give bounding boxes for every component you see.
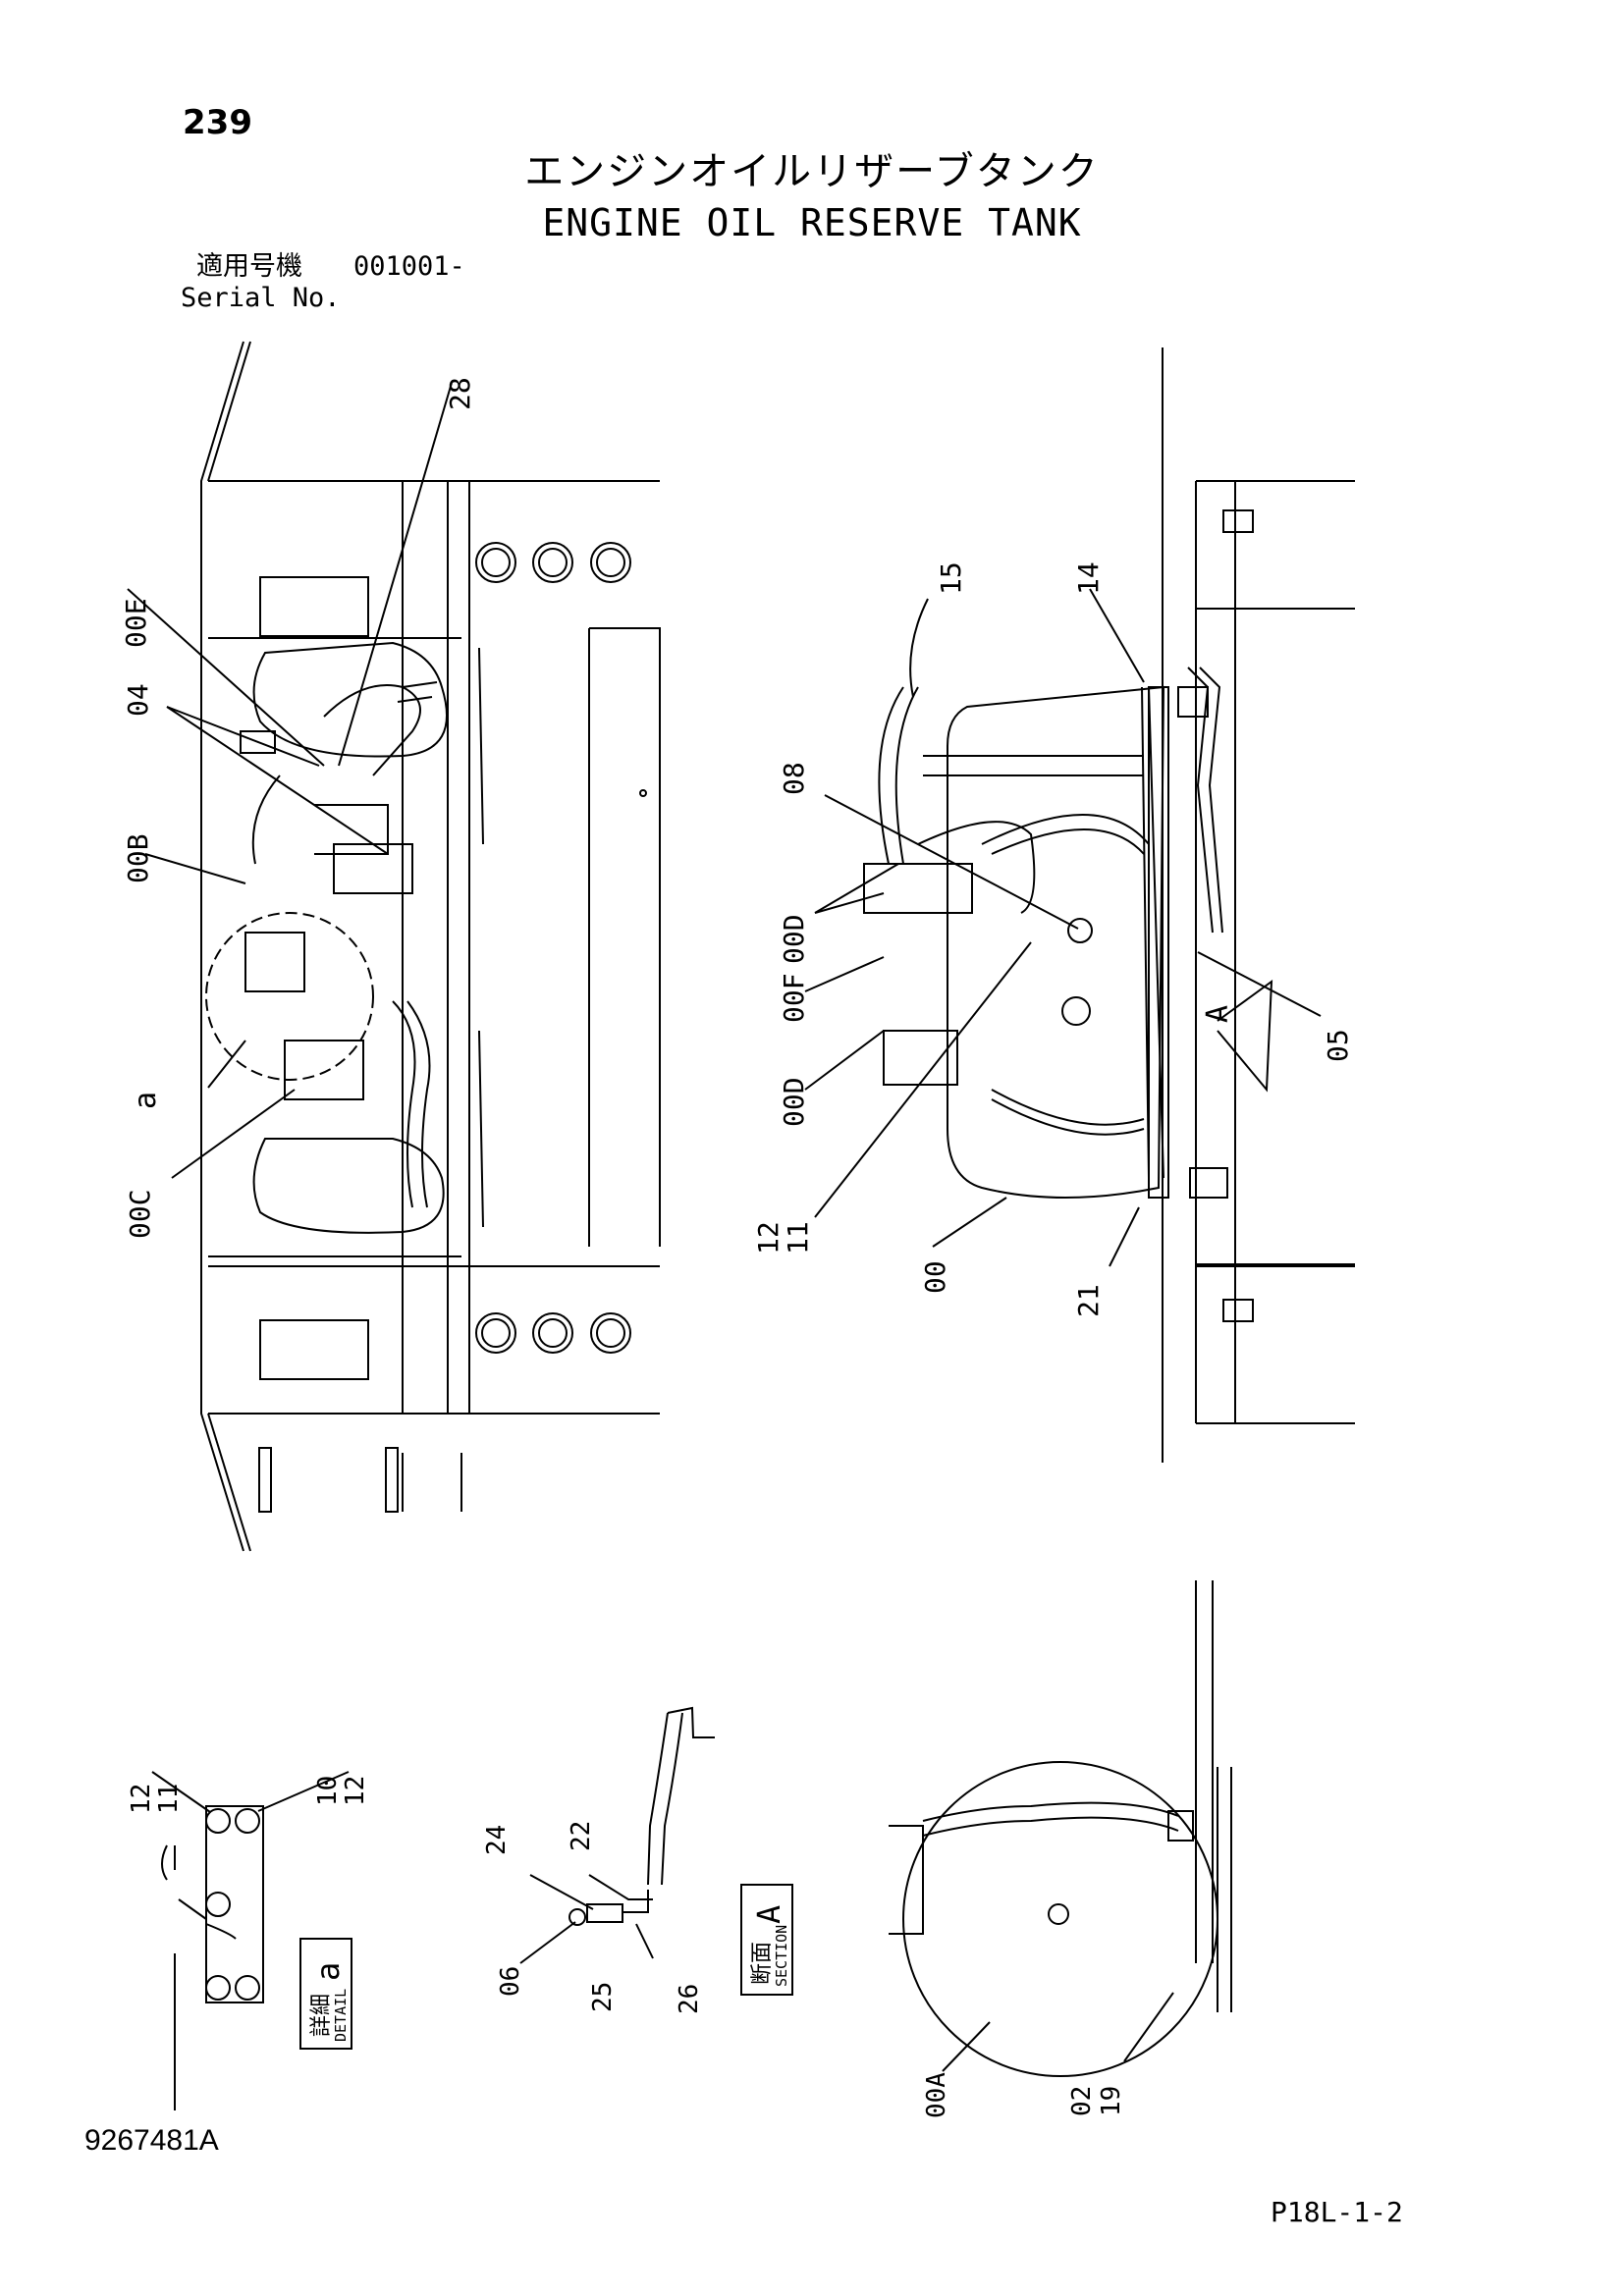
section-callout-06: 06 — [496, 1966, 525, 1997]
detail-callout-12a: 12 — [127, 1784, 156, 1814]
callout-00F: 00F — [778, 973, 810, 1023]
serial-label-english: Serial No. — [181, 283, 341, 313]
callout-section-A: A — [1201, 1005, 1235, 1023]
tank-callout-00A: 00A — [922, 2072, 951, 2118]
detail-callout-11: 11 — [154, 1784, 184, 1814]
callout-21: 21 — [1072, 1284, 1105, 1317]
detail-letter: a — [309, 1962, 347, 1981]
tank-end-view — [889, 1580, 1232, 2077]
section-label-ja: 断面 — [750, 1942, 775, 1985]
detail-a-view — [151, 1771, 352, 2110]
callout-28: 28 — [444, 377, 476, 410]
detail-callout-10: 10 — [313, 1776, 343, 1806]
detail-label-en: DETAIL — [332, 1989, 350, 2042]
detail-callout-12b: 12 — [341, 1776, 370, 1806]
callout-12: 12 — [752, 1221, 785, 1255]
callout-00D-bottom: 00D — [778, 1077, 810, 1127]
section-label-en: SECTION — [773, 1925, 790, 1987]
callout-00D-top: 00D — [778, 914, 810, 964]
section-callout-25: 25 — [588, 1982, 618, 2012]
callout-00C: 00C — [124, 1189, 156, 1239]
detail-label-ja: 詳細 — [309, 1994, 334, 2037]
callout-00E: 00E — [120, 598, 152, 648]
callout-14: 14 — [1072, 561, 1105, 595]
title-japanese: エンジンオイルリザーブタンク — [524, 149, 1100, 194]
right-tank-view — [804, 347, 1355, 1463]
callout-00: 00 — [919, 1260, 951, 1294]
callout-04: 04 — [122, 683, 154, 717]
section-callout-24: 24 — [482, 1825, 512, 1855]
callout-a: a — [129, 1092, 163, 1109]
callout-00B: 00B — [122, 833, 154, 883]
section-a-view — [519, 1706, 793, 1996]
callout-11: 11 — [782, 1221, 814, 1255]
serial-label-japanese: 適用号機 — [196, 251, 302, 282]
page-number: 239 — [183, 103, 252, 142]
tank-callout-02: 02 — [1067, 2086, 1097, 2116]
callout-05: 05 — [1322, 1029, 1354, 1062]
callout-08: 08 — [778, 762, 810, 795]
serial-value: 001001- — [353, 251, 465, 282]
callout-labels: 28 00E 04 00B a 00C 15 14 08 00D 00F 00D… — [120, 377, 1354, 2118]
drawing-number: 9267481A — [84, 2124, 219, 2157]
page-code: P18L-1-2 — [1271, 2196, 1403, 2228]
left-frame-view — [127, 341, 661, 1552]
title-english: ENGINE OIL RESERVE TANK — [542, 201, 1082, 244]
tank-callout-19: 19 — [1097, 2086, 1126, 2116]
section-letter: A — [750, 1905, 787, 1924]
section-callout-22: 22 — [567, 1821, 596, 1851]
callout-15: 15 — [935, 561, 967, 595]
section-callout-26: 26 — [675, 1984, 704, 2014]
